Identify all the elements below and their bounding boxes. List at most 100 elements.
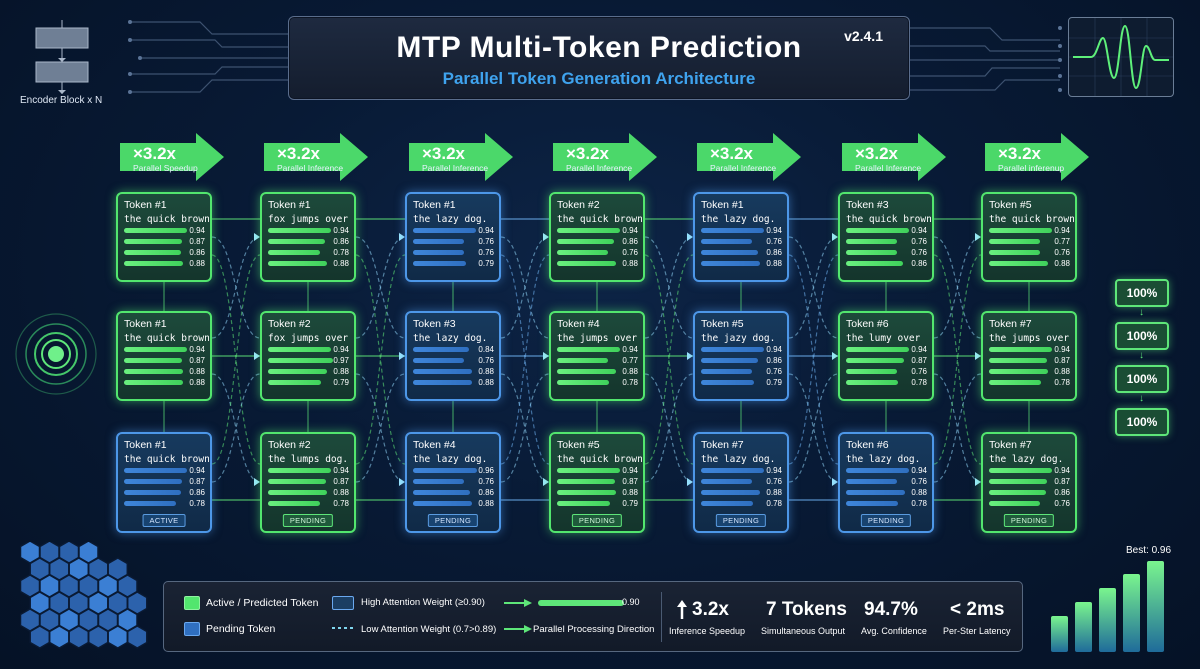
progress-box: 100% (1115, 279, 1169, 307)
status-badge: PENDING (427, 514, 479, 527)
confidence-value: 0.88 (766, 488, 782, 497)
confidence-row: 0.78 (268, 247, 349, 258)
token-title: Token #2 (268, 318, 311, 330)
confidence-value: 0.88 (478, 378, 494, 387)
confidence-bar (124, 468, 188, 473)
confidence-bar (989, 239, 1041, 244)
confidence-value: 0.94 (766, 226, 782, 235)
confidence-value: 0.94 (622, 466, 638, 475)
confidence-bar (124, 250, 182, 255)
direction-arrowhead (832, 233, 838, 241)
speedup-arrow-icon (264, 133, 368, 181)
confidence-row: 0.87 (124, 355, 205, 366)
confidence-value: 0.88 (189, 259, 205, 268)
attention-line (355, 254, 406, 465)
direction-arrowhead (254, 352, 260, 360)
speedup-label: Parallel inferenup (998, 163, 1065, 173)
confidence-value: 0.79 (333, 378, 349, 387)
confidence-bar (557, 228, 621, 233)
speedup-arrow-icon (409, 133, 513, 181)
confidence-bar (413, 501, 473, 506)
legend-high-label: High Attention Weight (≥0.90) (361, 597, 485, 608)
confidence-value: 0.78 (1054, 378, 1070, 387)
stat-tokens-label: Simultaneous Output (761, 626, 846, 636)
confidence-value: 0.88 (766, 259, 782, 268)
legend-direction-label: Parallel Processing Direction (533, 624, 655, 635)
confidence-bar (124, 369, 184, 374)
confidence-bar (557, 479, 616, 484)
attention-line (644, 254, 694, 465)
speedup-value: ×3.2x (277, 144, 321, 163)
progress-box: 100% (1115, 322, 1169, 350)
token-text: the quick brown (124, 333, 210, 344)
confidence-row: 0.76 (989, 247, 1070, 258)
token-title: Token #2 (268, 439, 311, 451)
confidence-bar (413, 228, 477, 233)
token-title: Token #4 (557, 318, 600, 330)
confidence-value: 0.78 (622, 378, 638, 387)
attention-line (644, 254, 694, 465)
confidence-bar (989, 468, 1053, 473)
confidence-bar (846, 479, 898, 484)
page-title: MTP Multi-Token Prediction (396, 31, 802, 64)
confidence-bar (846, 347, 910, 352)
attention-line (500, 254, 550, 465)
confidence-row: 0.88 (268, 366, 349, 377)
token-title: Token #7 (989, 439, 1032, 451)
confidence-row: 0.88 (557, 258, 638, 269)
confidence-value: 0.88 (478, 367, 494, 376)
attention-line (500, 373, 550, 483)
confidence-value: 0.79 (478, 259, 494, 268)
confidence-bar (268, 358, 334, 363)
confidence-row: 0.76 (846, 236, 927, 247)
confidence-value: 0.94 (911, 345, 927, 354)
token-text: the jumps over (989, 333, 1070, 344)
down-arrow-icon: ↓ (1139, 307, 1144, 318)
confidence-bar (846, 358, 905, 363)
confidence-bar (989, 358, 1048, 363)
confidence-value: 0.94 (911, 466, 927, 475)
confidence-bar (701, 358, 759, 363)
hexagon (68, 625, 90, 649)
confidence-bar (268, 250, 321, 255)
confidence-row: 0.76 (413, 247, 494, 258)
token-title: Token #4 (413, 439, 456, 451)
confidence-bar (701, 239, 753, 244)
token-text: the lazy dog. (701, 454, 776, 465)
confidence-row: 0.77 (989, 236, 1070, 247)
confidence-row: 0.88 (268, 258, 349, 269)
confidence-row: 0.94 (846, 344, 927, 355)
direction-arrowhead (254, 478, 260, 486)
confidence-bar (989, 250, 1041, 255)
confidence-row: 0.88 (557, 487, 638, 498)
speedup-value: ×3.2x (998, 144, 1042, 163)
direction-arrow-icon (504, 625, 532, 633)
confidence-value: 0.76 (766, 367, 782, 376)
confidence-row: 0.94 (701, 465, 782, 476)
confidence-bar (701, 501, 754, 506)
confidence-row: 0.87 (846, 355, 927, 366)
token-text: the lazy dog. (413, 214, 488, 225)
